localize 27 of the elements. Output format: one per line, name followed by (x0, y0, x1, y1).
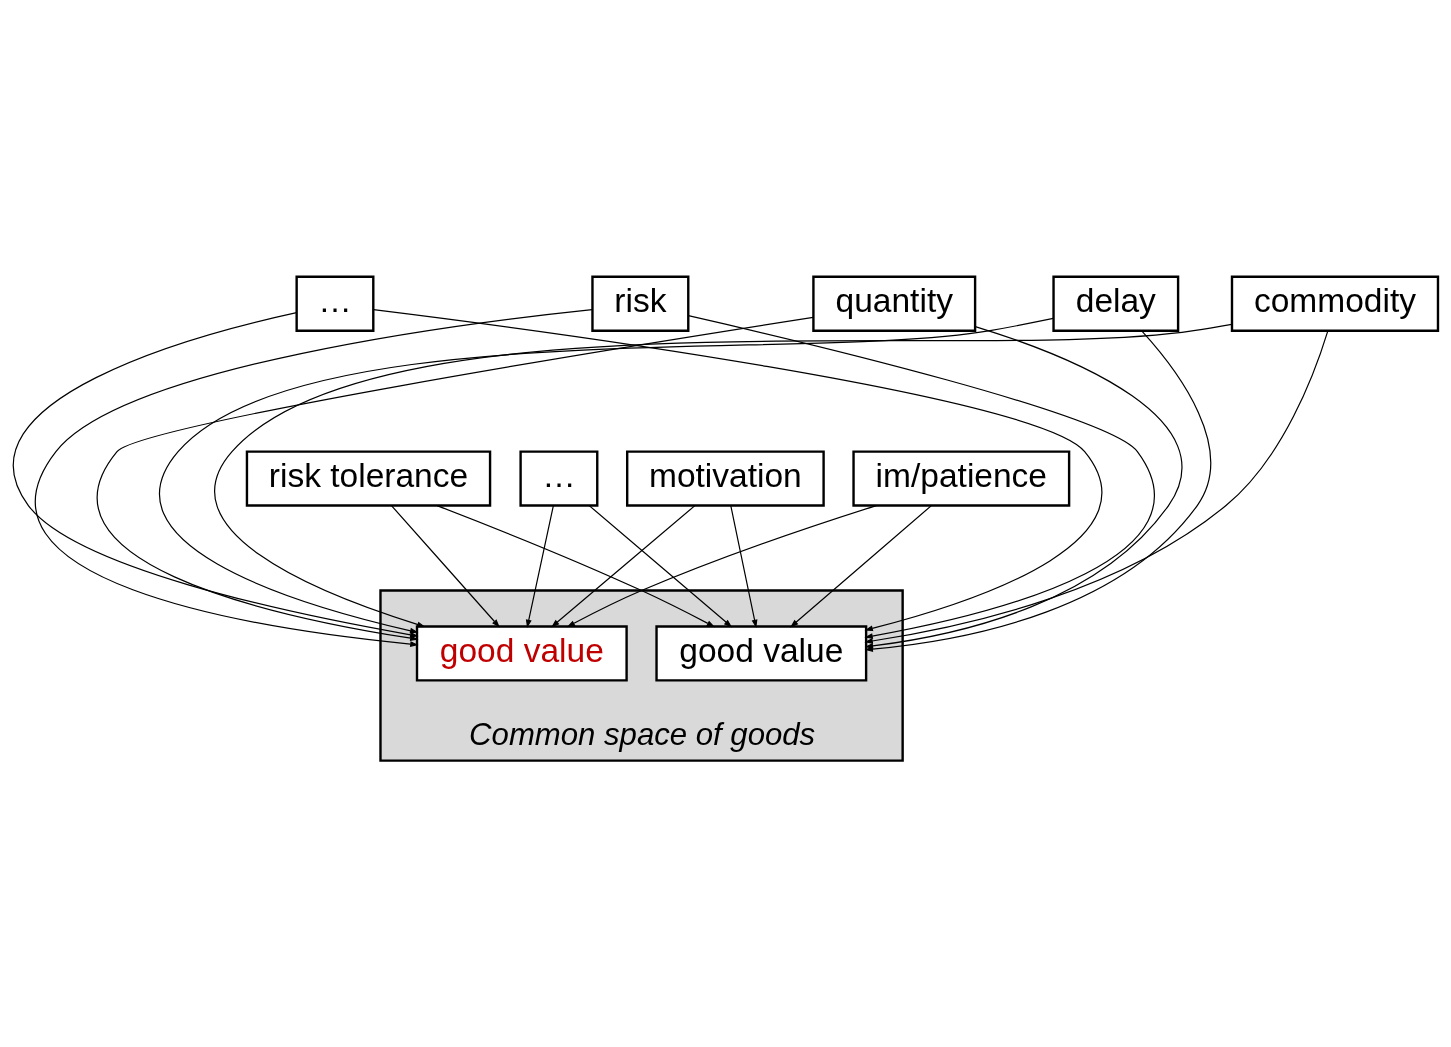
node-box: motivation (626, 450, 825, 507)
arrow (13, 312, 419, 638)
arrow (96, 316, 814, 642)
arrow (214, 323, 1233, 628)
node-box: … (519, 450, 599, 507)
arrow (158, 317, 1054, 634)
node-box: im/patience (852, 450, 1071, 507)
node-box: delay (1052, 275, 1180, 332)
arrow (730, 505, 758, 628)
arrow (436, 505, 716, 628)
arrow (372, 309, 1103, 632)
node-box: commodity (1230, 275, 1440, 332)
arrow (390, 505, 500, 628)
arrow (588, 505, 733, 628)
node-box: good value (415, 625, 628, 682)
arrow (35, 308, 593, 647)
arrow (864, 330, 1329, 644)
node-box: risk (591, 275, 690, 332)
node-box: quantity (812, 275, 977, 332)
node-box: risk tolerance (245, 450, 492, 507)
arrow (790, 505, 932, 628)
node-box: good value (655, 625, 868, 682)
arrow (566, 505, 877, 628)
arrow (525, 505, 554, 628)
node-box: … (295, 275, 375, 332)
arrow (551, 505, 696, 628)
arrow (687, 315, 1155, 639)
